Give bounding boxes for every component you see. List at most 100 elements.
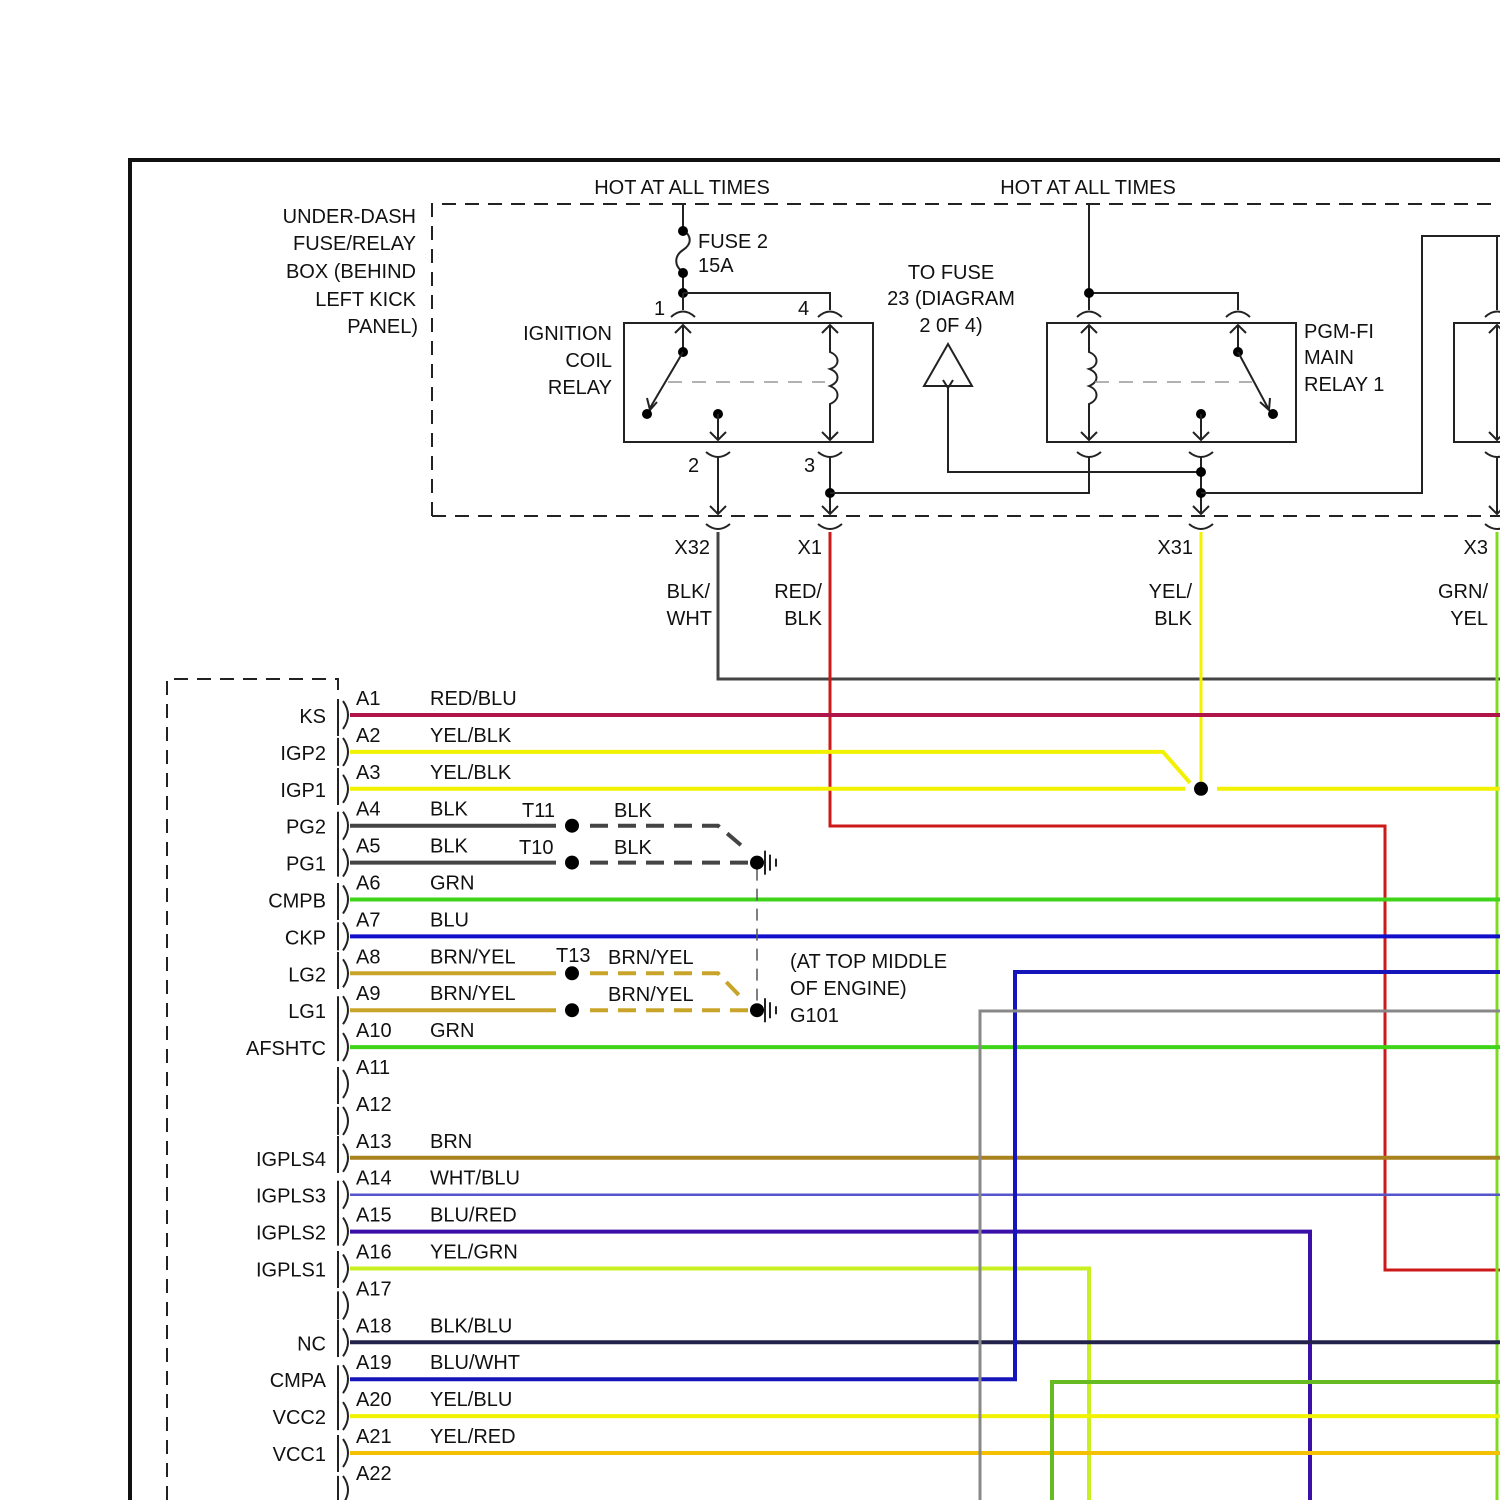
connector-bracket-icon	[338, 1181, 348, 1209]
connector-bracket-icon	[338, 1255, 348, 1283]
ground-dot	[750, 1003, 764, 1017]
ecm-pin-a10: A10GRNAFSHTC	[246, 1020, 474, 1061]
splice-t10: T10	[519, 837, 553, 859]
pin-number: A22	[356, 1463, 392, 1485]
svg-text:BLK: BLK	[614, 837, 652, 859]
ecm-pin-a22: A22	[338, 1463, 392, 1500]
ecm-pin-a5: A5BLKPG1	[286, 836, 468, 877]
connector-bracket-icon	[338, 1439, 348, 1467]
wire-x32-blk-wht	[718, 532, 1500, 679]
wire-color-label: BLK	[430, 836, 468, 858]
signal-name: IGPLS1	[256, 1260, 326, 1282]
connector-bracket-icon	[338, 1476, 348, 1500]
splice-dot	[565, 1003, 579, 1017]
ecm-pin-a12: A12	[338, 1094, 392, 1135]
pin-number: A11	[356, 1057, 390, 1079]
connector-bracket-icon	[338, 1402, 348, 1430]
ecm-pin-a11: A11	[338, 1057, 390, 1098]
svg-text:(AT TOP MIDDLE: (AT TOP MIDDLE	[790, 951, 947, 973]
connector-x1: X1	[798, 537, 822, 559]
pin-number: A17	[356, 1278, 392, 1300]
connector-bracket-icon	[338, 775, 348, 803]
pin-number: A15	[356, 1205, 392, 1227]
ground-symbol-icon	[765, 851, 776, 875]
connector-bracket-icon	[338, 1291, 348, 1319]
connector-bracket-icon	[338, 922, 348, 950]
fuse-name: FUSE 2	[698, 231, 768, 253]
pin-number: A6	[356, 873, 380, 895]
splice-dot-t10	[565, 856, 579, 870]
pin-number: A13	[356, 1131, 392, 1153]
svg-text:2 0F 4): 2 0F 4)	[919, 315, 982, 337]
pin-number: A5	[356, 836, 380, 858]
svg-text:BLK/: BLK/	[667, 581, 711, 603]
fusebox-label: UNDER-DASH FUSE/RELAY BOX (BEHIND LEFT K…	[283, 206, 418, 338]
wire-color-label: BRN/YEL	[430, 946, 516, 968]
splice-dot-t11	[565, 819, 579, 833]
connector-receptacles	[706, 524, 1500, 529]
connector-bracket-icon	[338, 812, 348, 840]
svg-text:OF ENGINE): OF ENGINE)	[790, 978, 907, 1000]
ecm-pin-a9: A9BRN/YELLG1	[288, 983, 515, 1024]
signal-name: IGPLS3	[256, 1186, 326, 1208]
svg-text:RED/: RED/	[774, 581, 822, 603]
signal-name: NC	[297, 1333, 326, 1355]
connector-x3: X3	[1464, 537, 1488, 559]
pin-number: A2	[356, 725, 380, 747]
svg-text:PGM-FI: PGM-FI	[1304, 321, 1374, 343]
svg-text:MAIN: MAIN	[1304, 347, 1354, 369]
svg-text:RELAY: RELAY	[548, 377, 612, 399]
pin-4: 4	[798, 298, 809, 320]
signal-name: IGP2	[280, 743, 326, 765]
signal-name: LG1	[288, 1001, 326, 1023]
connector-bracket-icon	[338, 1107, 348, 1135]
diagram-frame	[130, 160, 1500, 1500]
wire-color-label: YEL/BLK	[430, 762, 512, 784]
pin-number: A16	[356, 1242, 392, 1264]
ecm-pin-a20: A20YEL/BLUVCC2	[273, 1389, 513, 1430]
fuse-2: FUSE 2 15A	[676, 204, 768, 298]
svg-text:PANEL): PANEL)	[347, 316, 418, 338]
signal-name: CMPA	[270, 1370, 327, 1392]
pin-2: 2	[688, 455, 699, 477]
pin-3: 3	[804, 455, 815, 477]
signal-name: PG2	[286, 817, 326, 839]
hot-at-all-times-label-2: HOT AT ALL TIMES	[1000, 177, 1176, 199]
wire-color-label: BLU/WHT	[430, 1352, 520, 1374]
wire-color-label: GRN	[430, 873, 474, 895]
svg-text:BRN/YEL: BRN/YEL	[608, 947, 694, 969]
pin-number: A14	[356, 1168, 392, 1190]
wire-a16	[350, 1269, 1089, 1500]
connector-labels: X32 BLK/ WHT X1 RED/ BLK X31 YEL/ BLK X3…	[666, 537, 1488, 630]
svg-text:UNDER-DASH: UNDER-DASH	[283, 206, 416, 228]
svg-text:BRN/YEL: BRN/YEL	[608, 984, 694, 1006]
signal-name: IGPLS4	[256, 1149, 326, 1171]
connector-bracket-icon	[338, 738, 348, 766]
ecm-pin-a17: A17	[338, 1278, 392, 1319]
svg-text:BLK: BLK	[784, 608, 822, 630]
x1-feed	[822, 456, 838, 514]
signal-name: CKP	[285, 927, 326, 949]
signal-name: IGP1	[280, 780, 326, 802]
ground-symbol-icon	[765, 998, 776, 1022]
pin-number: A7	[356, 909, 380, 931]
ecm-pin-a19: A19 BLU/WHT CMPA	[270, 1352, 520, 1393]
svg-text:TO FUSE: TO FUSE	[908, 262, 994, 284]
svg-text:IGNITION: IGNITION	[523, 323, 612, 345]
svg-text:BLK: BLK	[614, 800, 652, 822]
signal-name: LG2	[288, 964, 326, 986]
svg-text:23 (DIAGRAM: 23 (DIAGRAM	[887, 288, 1015, 310]
wire-color-label: YEL/BLU	[430, 1389, 512, 1411]
pin-number: A19	[356, 1352, 392, 1374]
splice-t11: T11	[522, 800, 555, 822]
relay-coil-link	[830, 456, 1089, 493]
wire-color-label: BRN/YEL	[430, 983, 516, 1005]
splice-dot-igp	[1194, 782, 1208, 796]
